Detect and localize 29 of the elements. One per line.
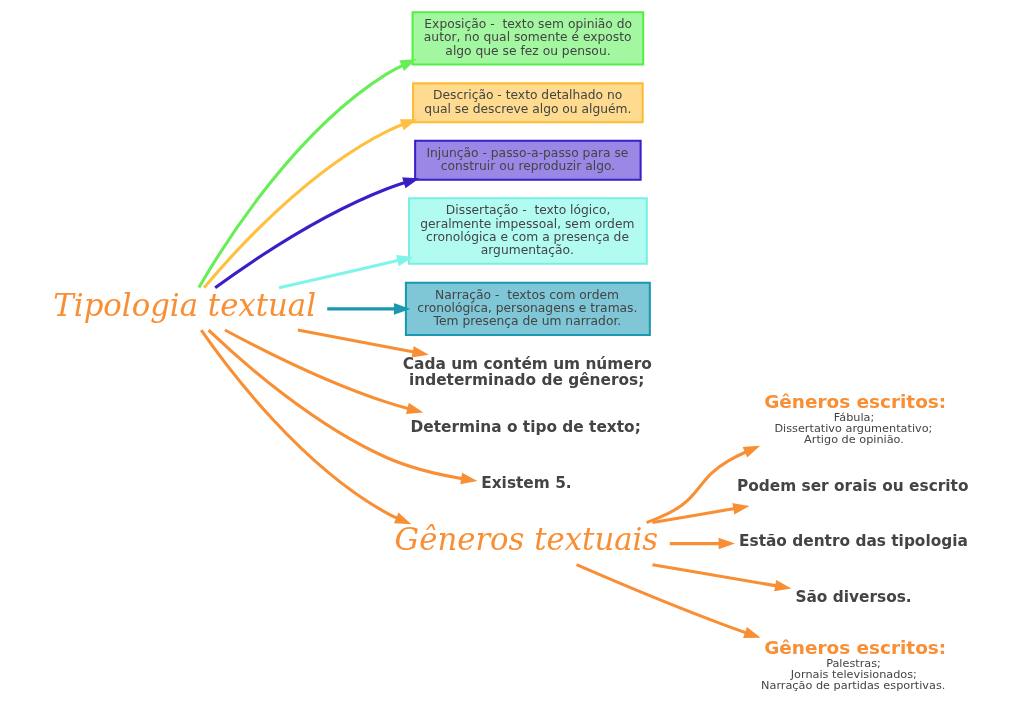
arrow: [278, 255, 413, 290]
node-text: São diversos.: [794, 587, 912, 606]
arrow: [213, 177, 420, 289]
arrow: [326, 303, 410, 315]
arrow: [197, 59, 417, 289]
arrow: [223, 328, 423, 414]
node-text: Determina o tipo de texto;: [410, 418, 641, 437]
node-text: Existem 5.: [480, 473, 572, 492]
arrow: [645, 445, 760, 525]
arrow: [669, 537, 735, 550]
node-text: Tipologia textual: [52, 286, 316, 323]
node-box: Narração - textos com ordem cronológica, personagens e tramas. Tem presença de um narrador.: [404, 281, 651, 337]
node-text: Estão dentro das tipologia: [738, 532, 968, 551]
arrow: [297, 328, 429, 358]
arrow: [207, 329, 477, 485]
node-box: Dissertação - texto lógico, geralmente impessoal, sem ordem cronológica e com a presença de argumentação.: [407, 197, 648, 265]
arrow: [199, 329, 411, 525]
node-text: Gêneros escritos: Palestras; Jornais televisionados; Narração de partidas esportivas.: [760, 637, 946, 693]
arrow: [651, 563, 791, 592]
node-text: Gêneros textuais: [394, 521, 658, 558]
node-box: Descrição - texto detalhado no qual se descreve algo ou alguém.: [411, 82, 644, 124]
arrow: [651, 503, 750, 525]
node-text: Cada um contém um número indeterminado de gêneros;: [402, 355, 652, 389]
node-box: Injunção - passo-a-passo para se construir ou reproduzir algo.: [413, 139, 642, 181]
node-text: Gêneros escritos: Fábula; Dissertativo argumentativo; Artigo de opinião.: [763, 391, 946, 447]
node-text: Podem ser orais ou escrito: [736, 476, 969, 495]
arrow: [202, 119, 417, 289]
arrow: [575, 563, 761, 638]
node-box: Exposição - texto sem opinião do autor, no qual somente é exposto algo que se fez ou pensou.: [411, 11, 644, 66]
